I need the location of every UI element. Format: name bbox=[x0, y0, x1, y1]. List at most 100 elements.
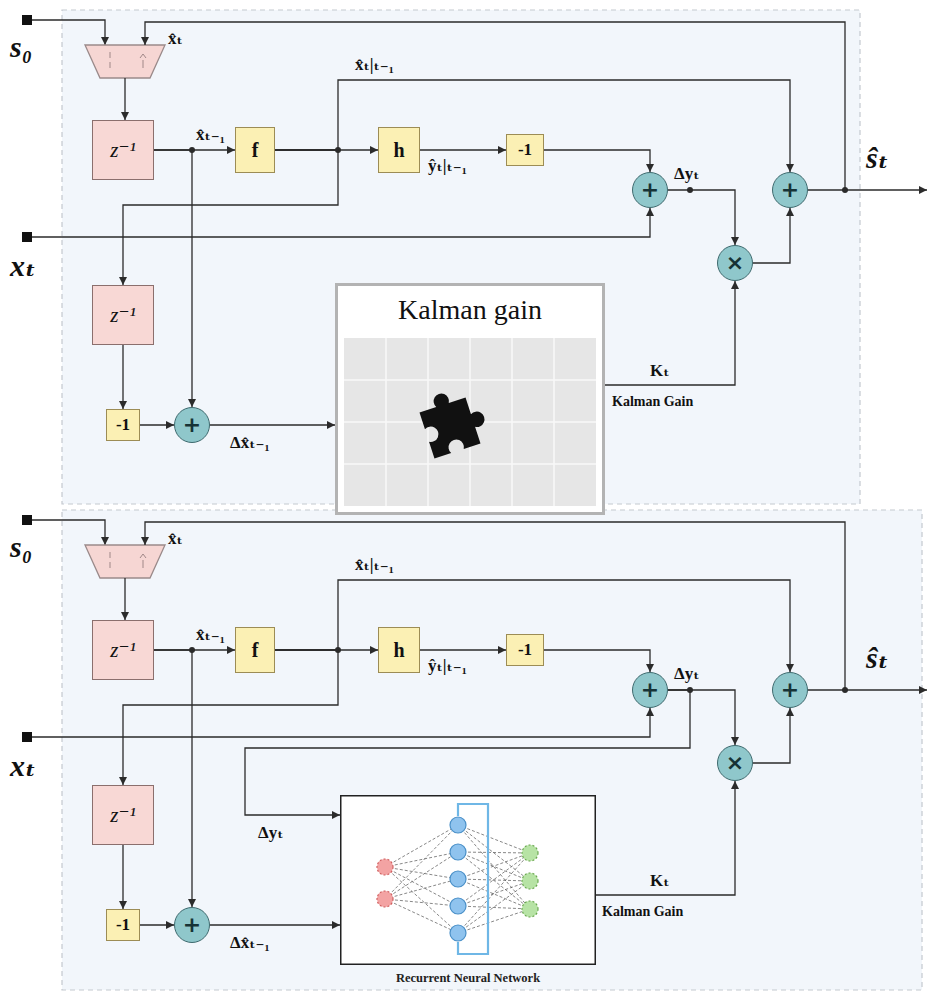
signal-label: x̂ₜ₋₁ bbox=[196, 124, 225, 145]
edge-label-anchor: Δyₜ bbox=[674, 163, 699, 184]
negation-factor: -1 bbox=[518, 140, 532, 160]
function-box: h bbox=[378, 127, 420, 173]
signal-connector bbox=[753, 208, 790, 263]
hidden-neuron bbox=[450, 817, 466, 833]
function-box: f bbox=[235, 627, 275, 673]
signal-label: ŷₜ|ₜ₋₁ bbox=[428, 655, 467, 676]
label-anchor: s₀ bbox=[10, 530, 32, 564]
network-link bbox=[385, 852, 458, 899]
network-link bbox=[385, 899, 458, 906]
edge-label-anchor: Δyₜ bbox=[258, 822, 283, 843]
edge-label-anchor: x̂ₜ₋₁ bbox=[196, 124, 225, 145]
negation-box: -1 bbox=[106, 909, 140, 941]
delay-box: z⁻¹ bbox=[92, 620, 154, 680]
signal-label: Δx̂ₜ₋₁ bbox=[230, 932, 270, 953]
operator-symbol: × bbox=[726, 752, 744, 774]
signal-name: ŝₜ bbox=[866, 140, 889, 175]
label-anchor: ŝₜ bbox=[866, 640, 889, 675]
network-link bbox=[458, 853, 530, 906]
box-caption: Recurrent Neural Network bbox=[396, 971, 540, 986]
network-frame bbox=[341, 796, 596, 965]
operator-circle: + bbox=[632, 672, 668, 708]
operator-circle: + bbox=[772, 672, 808, 708]
signal-label: Kalman Gain bbox=[602, 904, 683, 920]
signal-connector bbox=[122, 845, 123, 909]
label-anchor: s₀ bbox=[10, 30, 32, 64]
lower-wiring bbox=[22, 515, 927, 742]
network-link bbox=[458, 853, 530, 879]
puzzle-seam bbox=[344, 379, 596, 381]
input-neuron bbox=[377, 891, 393, 907]
network-link bbox=[458, 906, 530, 909]
signal-label: Δyₜ bbox=[258, 822, 283, 843]
negation-box: -1 bbox=[506, 634, 544, 666]
edge-label-anchor: Δx̂ₜ₋₁ bbox=[230, 932, 270, 953]
signal-name: xₜ bbox=[10, 248, 36, 283]
signal-connector bbox=[420, 149, 506, 150]
signal-connector bbox=[544, 150, 650, 172]
signal-label: x̂ₜ bbox=[168, 528, 183, 549]
kalman-gain-box: Kalman gain bbox=[335, 283, 605, 515]
delay-box: z⁻¹ bbox=[92, 120, 154, 180]
output-neuron bbox=[522, 845, 538, 861]
delay-symbol: z⁻¹ bbox=[110, 638, 136, 663]
edge-label-anchor: ŷₜ|ₜ₋₁ bbox=[428, 155, 467, 176]
network-link bbox=[458, 825, 530, 909]
label-anchor: Kalman Gain bbox=[612, 392, 693, 410]
signal-connector bbox=[210, 424, 335, 425]
signal-connector bbox=[123, 650, 338, 785]
signal-connector bbox=[154, 150, 192, 407]
function-name: h bbox=[393, 639, 404, 662]
operator-symbol: + bbox=[781, 679, 799, 701]
signal-connector bbox=[420, 649, 506, 650]
hidden-neuron bbox=[450, 925, 466, 941]
edge-label-anchor: Kₜ bbox=[650, 870, 670, 891]
network-link bbox=[458, 852, 530, 909]
signal-label: x̂ₜ|ₜ₋₁ bbox=[355, 554, 394, 575]
delay-symbol: z⁻¹ bbox=[110, 303, 136, 328]
signal-connector bbox=[275, 580, 790, 672]
delay-box: z⁻¹ bbox=[92, 785, 154, 845]
signal-connector bbox=[154, 650, 192, 907]
puzzle-grid bbox=[344, 338, 596, 506]
network-link bbox=[458, 909, 530, 933]
signal-label: Kₜ bbox=[650, 360, 670, 381]
signal-name: s₀ bbox=[10, 30, 32, 64]
signal-label: x̂ₜ|ₜ₋₁ bbox=[355, 54, 394, 75]
signal-name: xₜ bbox=[10, 748, 36, 783]
network-link bbox=[385, 825, 458, 867]
delay-symbol: z⁻¹ bbox=[110, 803, 136, 828]
signal-connector bbox=[753, 708, 790, 763]
label-anchor: ŝₜ bbox=[866, 140, 889, 175]
signal-connector bbox=[210, 924, 340, 925]
operator-circle: + bbox=[772, 172, 808, 208]
negation-factor: -1 bbox=[116, 915, 130, 935]
puzzle-ground bbox=[344, 338, 596, 506]
operator-symbol: + bbox=[183, 914, 201, 936]
signal-connector bbox=[596, 781, 735, 895]
upper-wiring bbox=[22, 15, 927, 242]
function-name: h bbox=[393, 139, 404, 162]
signal-connector bbox=[275, 80, 790, 172]
signal-label: x̂ₜ₋₁ bbox=[196, 624, 225, 645]
output-neuron bbox=[522, 901, 538, 917]
network-link bbox=[458, 853, 530, 933]
negation-factor: -1 bbox=[116, 415, 130, 435]
network-link bbox=[385, 867, 458, 906]
negation-box: -1 bbox=[106, 409, 140, 441]
function-name: f bbox=[252, 639, 259, 662]
network-link bbox=[385, 852, 458, 867]
network-link bbox=[385, 899, 458, 933]
operator-symbol: + bbox=[781, 179, 799, 201]
network-link bbox=[458, 825, 530, 881]
negation-factor: -1 bbox=[518, 640, 532, 660]
hidden-neuron bbox=[450, 871, 466, 887]
input-neuron bbox=[377, 859, 393, 875]
operator-symbol: + bbox=[641, 179, 659, 201]
delay-symbol: z⁻¹ bbox=[110, 138, 136, 163]
operator-circle: × bbox=[717, 745, 753, 781]
signal-label: x̂ₜ bbox=[168, 28, 183, 49]
label-anchor: xₜ bbox=[10, 248, 36, 283]
operator-circle: + bbox=[632, 172, 668, 208]
